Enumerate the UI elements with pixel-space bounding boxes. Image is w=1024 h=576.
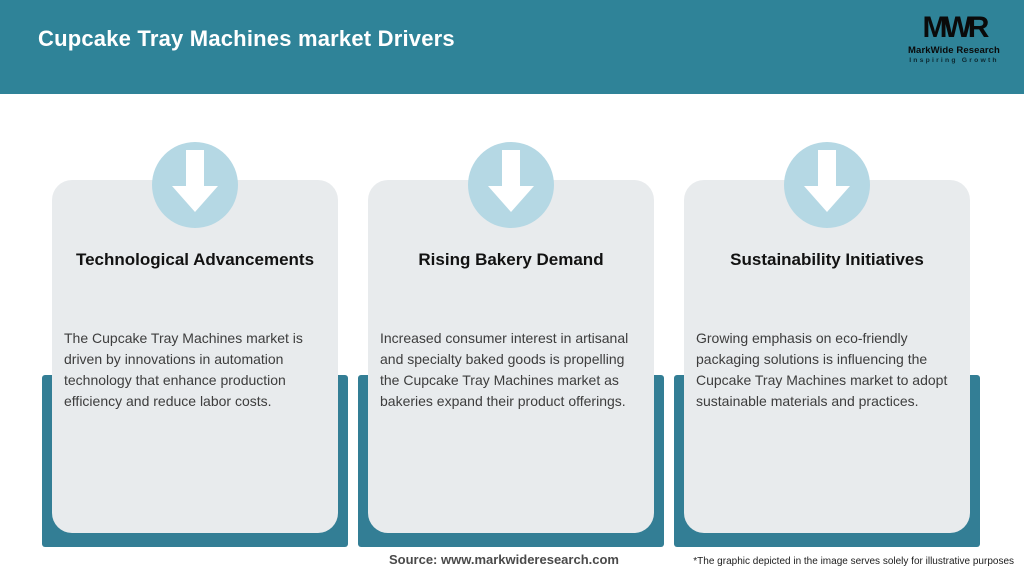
disclaimer-text: *The graphic depicted in the image serve… (693, 556, 1014, 567)
driver-card: Sustainability Initiatives Growing empha… (674, 0, 980, 576)
card-body: Increased consumer interest in artisanal… (380, 330, 629, 409)
card-body: Growing emphasis on eco-friendly packagi… (696, 330, 948, 409)
logo-tagline: Inspiring Growth (909, 57, 999, 64)
source-text: Source: www.markwideresearch.com (388, 552, 619, 567)
card-title: Sustainability Initiatives (730, 250, 924, 269)
card-panel: Sustainability Initiatives Growing empha… (684, 180, 970, 533)
arrow-down-icon (804, 150, 850, 212)
card-body: The Cupcake Tray Machines market is driv… (64, 330, 303, 409)
header-banner: Cupcake Tray Machines market Drivers MWR… (0, 0, 1024, 94)
arrow-down-icon (488, 150, 534, 212)
card-panel: Rising Bakery Demand Increased consumer … (368, 180, 654, 533)
arrow-circle (784, 142, 870, 228)
driver-card: Technological Advancements The Cupcake T… (42, 0, 348, 576)
card-panel: Technological Advancements The Cupcake T… (52, 180, 338, 533)
page-title: Cupcake Tray Machines market Drivers (38, 26, 455, 51)
markwide-logo: MWR MarkWide Research Inspiring Growth (898, 13, 1010, 64)
driver-card: Rising Bakery Demand Increased consumer … (358, 0, 664, 576)
card-title: Technological Advancements (75, 250, 315, 269)
card-title: Rising Bakery Demand (418, 250, 604, 269)
arrow-circle (468, 142, 554, 228)
logo-name: MarkWide Research (908, 45, 1000, 56)
arrow-circle (152, 142, 238, 228)
logo-monogram: MWR (922, 11, 990, 44)
arrow-down-icon (172, 150, 218, 212)
